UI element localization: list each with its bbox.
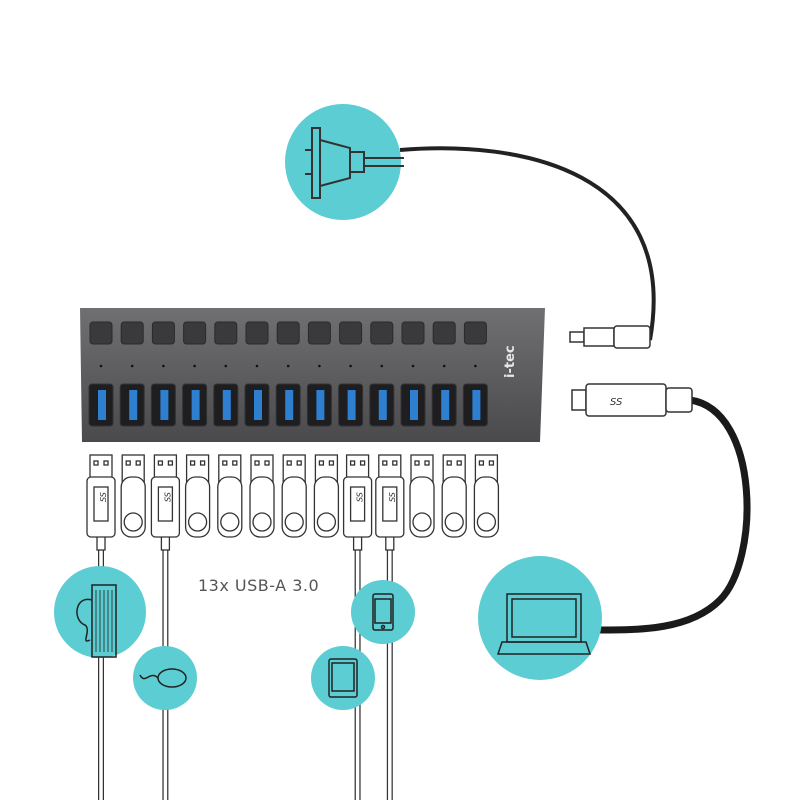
usb-flash-drive	[281, 454, 307, 538]
brand-logo: i-tec	[503, 345, 518, 378]
usb-hub: i-tec	[80, 308, 545, 442]
port-led	[349, 364, 352, 368]
usb-a-port[interactable]	[369, 383, 395, 427]
port-power-button[interactable]	[401, 321, 425, 345]
usb-a-port[interactable]	[88, 383, 114, 427]
tablet-circle	[311, 646, 375, 710]
usb-flash-drive	[120, 454, 146, 538]
svg-text:i-tec: i-tec	[503, 345, 518, 378]
usb-flash-drive	[249, 454, 275, 538]
usb-a-port[interactable]	[244, 383, 270, 427]
usb-a-port[interactable]	[182, 383, 208, 427]
usb-flash-drive	[473, 454, 500, 538]
port-power-button[interactable]	[151, 321, 175, 345]
usb-flash-drive	[184, 454, 211, 538]
usb-a-port[interactable]	[462, 383, 488, 427]
port-led	[99, 364, 103, 368]
usb-cable-plug: SS	[150, 454, 181, 800]
smartphone-circle	[351, 580, 415, 644]
svg-text:SS: SS	[356, 492, 365, 502]
usb-flash-drive	[409, 454, 435, 538]
port-power-button[interactable]	[370, 321, 394, 345]
port-power-button[interactable]	[245, 321, 269, 345]
port-power-button[interactable]	[214, 321, 238, 345]
port-led	[318, 364, 321, 368]
usb-a-port[interactable]	[150, 383, 176, 427]
port-led	[380, 364, 384, 368]
port-led	[286, 364, 290, 368]
port-led	[255, 364, 259, 368]
usb-flash-drive	[217, 454, 243, 538]
port-led	[474, 364, 477, 368]
usb-a-port[interactable]	[275, 383, 301, 427]
usb-flash-drive	[441, 454, 467, 538]
port-power-button[interactable]	[463, 321, 487, 345]
port-power-button[interactable]	[307, 321, 331, 345]
laptop-circle	[478, 556, 602, 680]
port-power-button[interactable]	[276, 321, 300, 345]
port-led	[162, 364, 165, 368]
port-power-button[interactable]	[432, 321, 456, 345]
power-adapter-circle	[285, 104, 401, 220]
usb-b-plug: SS	[571, 383, 693, 417]
svg-text:SS: SS	[610, 397, 623, 408]
tablet-icon	[328, 658, 358, 698]
port-power-button[interactable]	[89, 321, 113, 345]
smartphone-icon	[372, 593, 394, 631]
usb-a-port[interactable]	[306, 383, 332, 427]
port-power-button[interactable]	[339, 321, 363, 345]
port-led	[411, 364, 415, 368]
laptop-icon	[496, 593, 592, 655]
usb-a-port[interactable]	[400, 383, 426, 427]
port-led	[224, 364, 228, 368]
svg-text:SS: SS	[99, 492, 108, 502]
port-led	[130, 364, 134, 368]
usb-flash-drive	[313, 454, 340, 538]
upstream-cable	[599, 396, 751, 634]
mouse-icon	[139, 668, 187, 688]
port-power-button[interactable]	[183, 321, 207, 345]
port-led	[442, 364, 446, 368]
power-cable	[399, 146, 656, 341]
ports-caption: 13x USB-A 3.0	[198, 576, 320, 595]
usb-a-port[interactable]	[431, 383, 457, 427]
keyboard-icon	[76, 584, 117, 658]
mouse-circle	[133, 646, 197, 710]
usb-a-port[interactable]	[338, 383, 364, 427]
dc-plug	[569, 325, 651, 349]
usb-a-port[interactable]	[119, 383, 145, 427]
port-led	[193, 364, 196, 368]
svg-text:SS: SS	[163, 492, 172, 502]
usb-a-port[interactable]	[213, 383, 239, 427]
power-adapter-icon	[305, 127, 404, 199]
port-power-button[interactable]	[120, 321, 144, 345]
svg-text:SS: SS	[388, 492, 397, 502]
